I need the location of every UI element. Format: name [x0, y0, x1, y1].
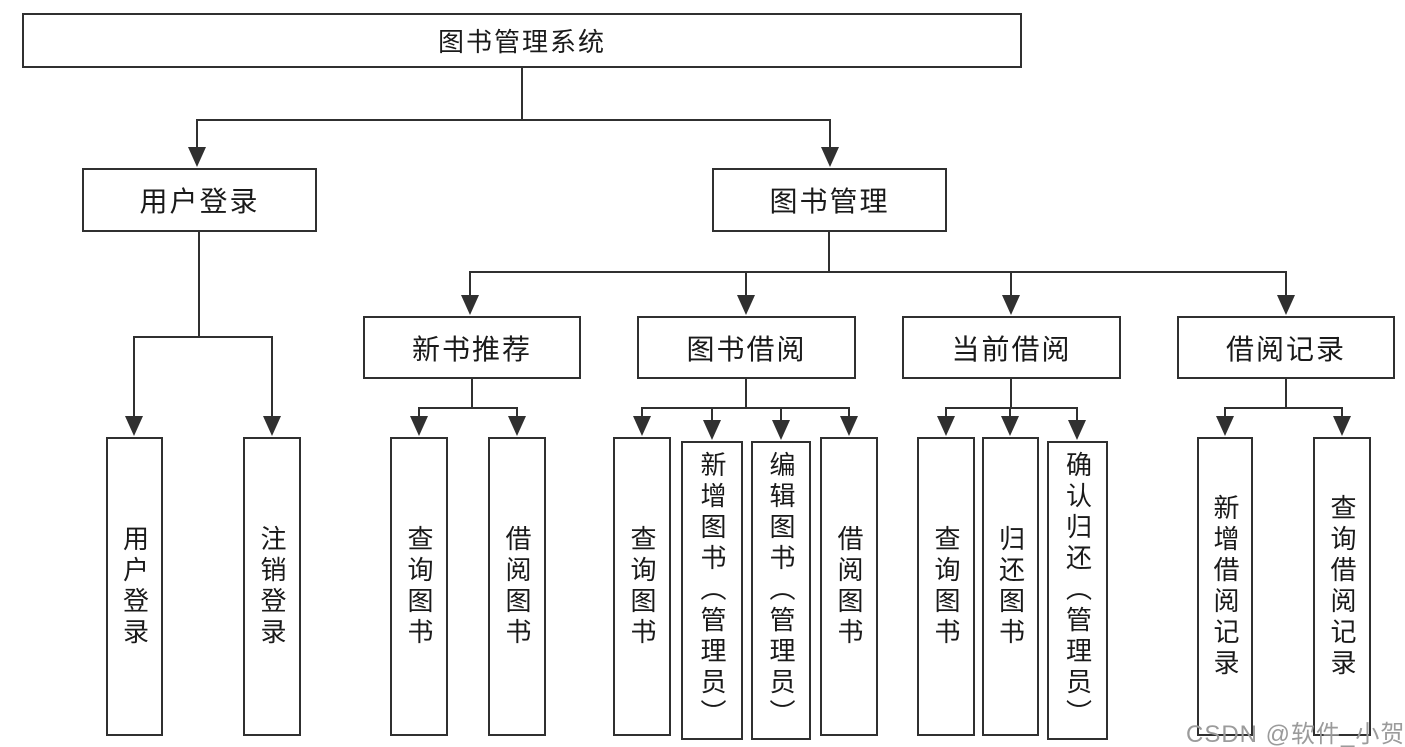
arrowhead-icon — [263, 416, 281, 436]
arrowhead-icon — [188, 147, 206, 167]
node-book-management: 图书管理 — [712, 168, 947, 232]
leaf-query-books-current: 查询图书 — [917, 437, 975, 736]
node-user-login: 用户登录 — [82, 168, 317, 232]
csdn-watermark: CSDN @软件_小贺同学 — [1186, 721, 1405, 747]
arrowhead-icon — [1068, 420, 1086, 440]
connector-line — [711, 407, 713, 423]
connector-line — [641, 407, 643, 421]
connector-line — [745, 379, 747, 409]
connector-line — [848, 407, 850, 421]
connector-line — [133, 336, 135, 420]
connector-line — [945, 407, 1078, 409]
arrowhead-icon — [410, 416, 428, 436]
node-library-management-system: 图书管理系统 — [22, 13, 1022, 68]
arrowhead-icon — [821, 147, 839, 167]
arrowhead-icon — [772, 420, 790, 440]
connector-line — [1009, 407, 1011, 421]
arrowhead-icon — [703, 420, 721, 440]
connector-line — [471, 379, 473, 409]
arrowhead-icon — [1001, 416, 1019, 436]
connector-line — [1224, 407, 1342, 409]
connector-line — [198, 230, 200, 338]
leaf-add-borrow-record: 新增借阅记录 — [1197, 437, 1253, 736]
connector-line — [133, 336, 273, 338]
connector-line — [521, 68, 523, 121]
connector-line — [1224, 407, 1226, 421]
connector-line — [196, 119, 198, 152]
node-new-book-recommendation: 新书推荐 — [363, 316, 581, 379]
connector-line — [829, 119, 831, 152]
connector-line — [1010, 379, 1012, 409]
arrowhead-icon — [737, 295, 755, 315]
connector-line — [745, 271, 747, 299]
leaf-add-books-admin: 新增图书（管理员） — [681, 441, 743, 740]
arrowhead-icon — [125, 416, 143, 436]
connector-line — [641, 407, 849, 409]
leaf-query-borrow-record: 查询借阅记录 — [1313, 437, 1371, 736]
connector-line — [418, 407, 420, 421]
leaf-borrow-books-recommend: 借阅图书 — [488, 437, 546, 736]
arrowhead-icon — [937, 416, 955, 436]
leaf-query-books-borrow: 查询图书 — [613, 437, 671, 736]
node-borrowing-records: 借阅记录 — [1177, 316, 1395, 379]
leaf-query-books-recommend: 查询图书 — [390, 437, 448, 736]
arrowhead-icon — [633, 416, 651, 436]
arrowhead-icon — [461, 295, 479, 315]
connector-line — [196, 119, 831, 121]
node-book-borrowing: 图书借阅 — [637, 316, 856, 379]
connector-line — [271, 336, 273, 420]
arrowhead-icon — [1333, 416, 1351, 436]
connector-line — [418, 407, 518, 409]
arrowhead-icon — [1002, 295, 1020, 315]
connector-line — [780, 407, 782, 423]
connector-line — [828, 230, 830, 273]
connector-line — [1010, 271, 1012, 299]
leaf-confirm-return-admin: 确认归还（管理员） — [1047, 441, 1108, 740]
leaf-return-books: 归还图书 — [982, 437, 1039, 736]
arrowhead-icon — [1216, 416, 1234, 436]
connector-line — [1076, 407, 1078, 423]
leaf-edit-books-admin: 编辑图书（管理员） — [751, 441, 811, 740]
connector-line — [1285, 379, 1287, 409]
node-current-borrowing: 当前借阅 — [902, 316, 1121, 379]
arrowhead-icon — [840, 416, 858, 436]
leaf-logout: 注销登录 — [243, 437, 301, 736]
connector-line — [469, 271, 471, 299]
connector-line — [469, 271, 1287, 273]
arrowhead-icon — [508, 416, 526, 436]
arrowhead-icon — [1277, 295, 1295, 315]
leaf-user-login: 用户登录 — [106, 437, 163, 736]
leaf-borrow-books: 借阅图书 — [820, 437, 878, 736]
connector-line — [516, 407, 518, 421]
connector-line — [945, 407, 947, 421]
connector-line — [1285, 271, 1287, 299]
connector-line — [1341, 407, 1343, 421]
